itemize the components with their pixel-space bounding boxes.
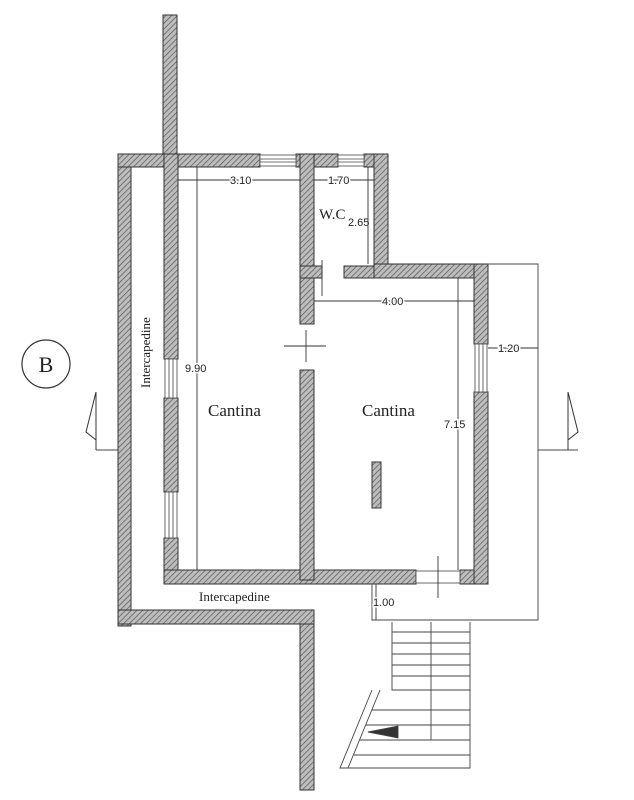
- wall-wc-bottom: [299, 265, 323, 279]
- dim-left-room-depth: 9.90: [185, 363, 206, 375]
- wall-partition-upper: [299, 153, 315, 325]
- dimension-lines: [178, 167, 538, 620]
- room-label-wc: W.C: [319, 207, 346, 223]
- dim-right-room-width: 4.00: [382, 296, 403, 308]
- window-inner-left-2: [164, 491, 178, 539]
- dim-wc-depth: 2.65: [348, 217, 369, 229]
- pillar: [371, 461, 382, 509]
- room-label-intercapedine-vertical: Intercapedine: [138, 317, 153, 388]
- wall-right-lower: [473, 391, 489, 585]
- dim-right-room-depth: 7.15: [444, 419, 465, 431]
- dim-wc-width: 1.70: [328, 175, 349, 187]
- dim-bottom-strip: 1.00: [373, 597, 394, 609]
- window-top-wc: [337, 154, 365, 167]
- section-marker: B: [21, 339, 71, 389]
- wall-outer-bottom: [117, 609, 315, 625]
- window-top-left: [259, 154, 297, 167]
- window-right: [474, 343, 488, 393]
- wall-outer-left: [117, 153, 132, 627]
- exterior-outline: [96, 263, 578, 621]
- wall-right-top: [373, 263, 489, 279]
- wall-bottom-extension: [299, 619, 315, 791]
- window-inner-left-1: [164, 358, 178, 399]
- wall-inner-left-upper: [163, 153, 179, 360]
- windows: [164, 154, 488, 584]
- section-arrow-right: [567, 391, 579, 450]
- walls: [117, 14, 489, 791]
- wall-inner-bottom-left: [163, 569, 417, 585]
- dim-side-strip: 1.20: [498, 343, 519, 355]
- section-arrow-left: [85, 391, 97, 450]
- wall-inner-left-mid: [163, 397, 179, 493]
- wall-wc-right: [373, 153, 389, 277]
- wall-top-extension: [162, 14, 178, 155]
- room-label-intercapedine-horizontal: Intercapedine: [199, 589, 270, 604]
- wall-outer-top: [117, 153, 261, 168]
- room-label-cantina-left: Cantina: [208, 401, 261, 420]
- stairs: [339, 622, 471, 769]
- dim-top-left-width: 3.10: [230, 175, 251, 187]
- wall-right-upper: [473, 263, 489, 345]
- room-label-cantina-right: Cantina: [362, 401, 415, 420]
- section-marker-label: B: [39, 352, 54, 377]
- wall-partition-lower: [299, 369, 315, 581]
